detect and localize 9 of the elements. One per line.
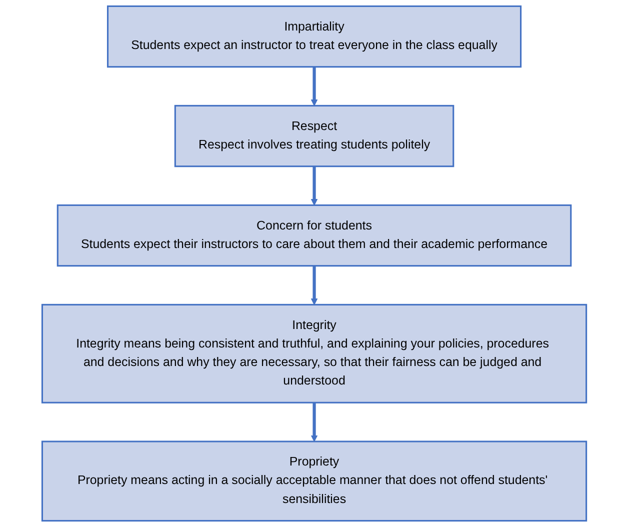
arrow <box>311 166 318 206</box>
node-box: Respect Respect involves treating students politely <box>174 104 454 168</box>
node-box: Integrity Integrity means being consistent and truthful, and explaining your policies, procedures and decisions and why they are necessary, so that their fairness can be judged and understood <box>42 304 588 404</box>
arrow <box>311 266 318 305</box>
arrow <box>311 402 318 442</box>
node-box: Impartiality Students expect an instructor to treat everyone in the class equally <box>107 5 522 68</box>
arrow <box>311 66 318 106</box>
node-box: Propriety Propriety means acting in a socially acceptable manner that does not offend students' sensibilities <box>42 440 588 522</box>
node-box: Concern for students Students expect their instructors to care about them and their academic performance <box>57 204 572 267</box>
